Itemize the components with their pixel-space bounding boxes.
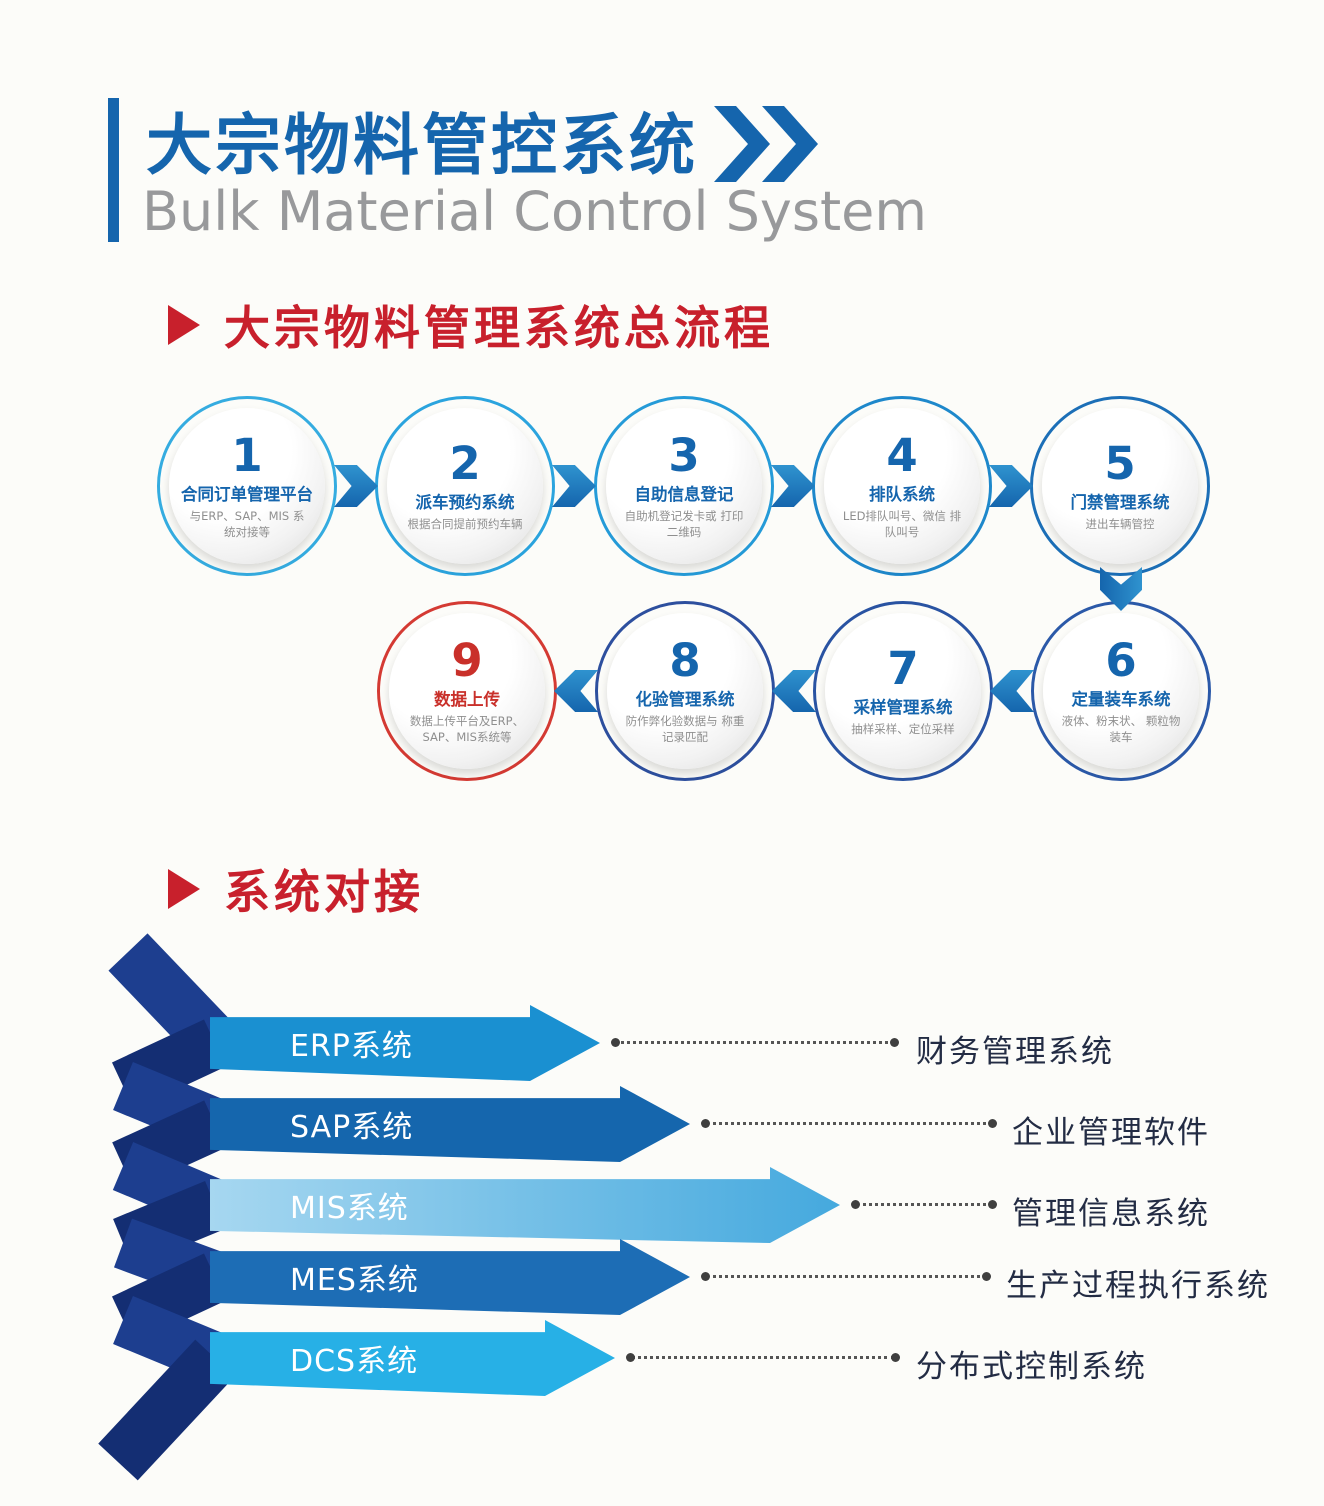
dotted-leader-line <box>851 1200 997 1209</box>
integration-section-header: 系统对接 <box>168 856 424 922</box>
double-chevron-icon <box>714 106 818 182</box>
flow-arrow-left-icon <box>772 670 816 712</box>
step-number: 5 <box>1104 436 1136 490</box>
step-number: 4 <box>886 428 918 482</box>
flow-step-4: 4 排队系统 LED排队叫号、微信 排队叫号 <box>812 396 992 576</box>
page-subtitle: Bulk Material Control System <box>142 180 927 243</box>
step-title: 合同订单管理平台 <box>181 485 313 505</box>
flow-arrow-right-icon <box>989 465 1033 507</box>
integration-target-label: 企业管理软件 <box>1012 1115 1210 1151</box>
integration-arrow-mes: MES系统 <box>210 1239 690 1315</box>
step-description: 防作弊化验数据与 称重记录匹配 <box>625 714 745 744</box>
step-number: 6 <box>1105 633 1137 687</box>
integration-arrow-label: SAP系统 <box>290 1110 414 1145</box>
step-description: 自助机登记发卡或 打印二维码 <box>624 509 744 539</box>
process-section-title: 大宗物料管理系统总流程 <box>224 301 774 355</box>
flow-step-circle: 4 排队系统 LED排队叫号、微信 排队叫号 <box>824 408 980 564</box>
process-section-header: 大宗物料管理系统总流程 <box>168 292 774 358</box>
flow-step-9: 9 数据上传 数据上传平台及ERP、 SAP、MIS系统等 <box>377 601 557 781</box>
step-title: 排队系统 <box>869 485 935 505</box>
step-number: 9 <box>451 633 483 687</box>
integration-target-label: 生产过程执行系统 <box>1006 1268 1270 1304</box>
flow-arrow-right-icon <box>334 465 378 507</box>
dotted-leader-line <box>611 1038 899 1047</box>
step-title: 门禁管理系统 <box>1070 492 1170 512</box>
flow-step-circle: 7 采样管理系统 抽样采样、定位采样 <box>825 613 981 769</box>
step-number: 2 <box>449 436 481 490</box>
step-description: 抽样采样、定位采样 <box>851 721 955 736</box>
flow-step-2: 2 派车预约系统 根据合同提前预约车辆 <box>375 396 555 576</box>
section-bullet-icon <box>168 869 200 909</box>
step-title: 定量装车系统 <box>1071 690 1171 710</box>
flow-step-1: 1 合同订单管理平台 与ERP、SAP、MIS 系统对接等 <box>157 396 337 576</box>
integration-arrow-erp: ERP系统 <box>210 1005 600 1081</box>
step-number: 7 <box>887 641 919 695</box>
step-number: 1 <box>231 428 263 482</box>
flow-step-circle: 3 自助信息登记 自助机登记发卡或 打印二维码 <box>606 408 762 564</box>
step-description: 数据上传平台及ERP、 SAP、MIS系统等 <box>409 714 525 744</box>
flow-step-circle: 5 门禁管理系统 进出车辆管控 <box>1042 408 1198 564</box>
integration-arrow-label: MIS系统 <box>290 1191 409 1226</box>
step-title: 派车预约系统 <box>415 492 515 512</box>
flow-arrow-right-icon <box>771 465 815 507</box>
step-description: 进出车辆管控 <box>1085 516 1155 531</box>
title-accent-bar <box>108 98 119 242</box>
flow-step-circle: 1 合同订单管理平台 与ERP、SAP、MIS 系统对接等 <box>169 408 325 564</box>
step-description: LED排队叫号、微信 排队叫号 <box>842 509 962 539</box>
flow-step-circle: 2 派车预约系统 根据合同提前预约车辆 <box>387 408 543 564</box>
flow-arrow-left-icon <box>554 670 598 712</box>
flow-step-7: 7 采样管理系统 抽样采样、定位采样 <box>813 601 993 781</box>
integration-target-label: 管理信息系统 <box>1012 1196 1210 1232</box>
integration-target-label: 财务管理系统 <box>916 1034 1114 1070</box>
integration-arrow-label: DCS系统 <box>290 1344 419 1379</box>
step-title: 自助信息登记 <box>634 485 734 505</box>
ribbon-zigzag <box>98 933 235 1481</box>
step-title: 化验管理系统 <box>635 690 735 710</box>
flow-step-3: 3 自助信息登记 自助机登记发卡或 打印二维码 <box>594 396 774 576</box>
section-bullet-icon <box>168 305 200 345</box>
flow-step-5: 5 门禁管理系统 进出车辆管控 <box>1030 396 1210 576</box>
dotted-leader-line <box>701 1272 991 1281</box>
flow-step-6: 6 定量装车系统 液体、粉末状、 颗粒物装车 <box>1031 601 1211 781</box>
flow-step-8: 8 化验管理系统 防作弊化验数据与 称重记录匹配 <box>595 601 775 781</box>
flow-step-circle: 9 数据上传 数据上传平台及ERP、 SAP、MIS系统等 <box>389 613 545 769</box>
step-description: 根据合同提前预约车辆 <box>407 516 523 531</box>
flow-arrow-left-icon <box>990 670 1034 712</box>
integration-arrow-label: MES系统 <box>290 1263 419 1298</box>
step-title: 数据上传 <box>434 690 500 710</box>
step-description: 与ERP、SAP、MIS 系统对接等 <box>189 509 305 539</box>
flow-step-circle: 8 化验管理系统 防作弊化验数据与 称重记录匹配 <box>607 613 763 769</box>
integration-arrow-mis: MIS系统 <box>210 1167 840 1243</box>
flow-arrow-right-icon <box>552 465 596 507</box>
step-description: 液体、粉末状、 颗粒物装车 <box>1061 714 1181 744</box>
step-number: 3 <box>668 428 700 482</box>
page-title: 大宗物料管控系统 <box>146 107 698 184</box>
step-number: 8 <box>669 633 701 687</box>
integration-arrow-dcs: DCS系统 <box>210 1320 615 1396</box>
integration-arrow-label: ERP系统 <box>290 1029 413 1064</box>
step-title: 采样管理系统 <box>853 697 953 717</box>
integration-target-label: 分布式控制系统 <box>916 1349 1147 1385</box>
integration-section-title: 系统对接 <box>224 865 424 919</box>
dotted-leader-line <box>626 1353 900 1362</box>
dotted-leader-line <box>701 1119 997 1128</box>
integration-arrow-sap: SAP系统 <box>210 1086 690 1162</box>
flow-step-circle: 6 定量装车系统 液体、粉末状、 颗粒物装车 <box>1043 613 1199 769</box>
